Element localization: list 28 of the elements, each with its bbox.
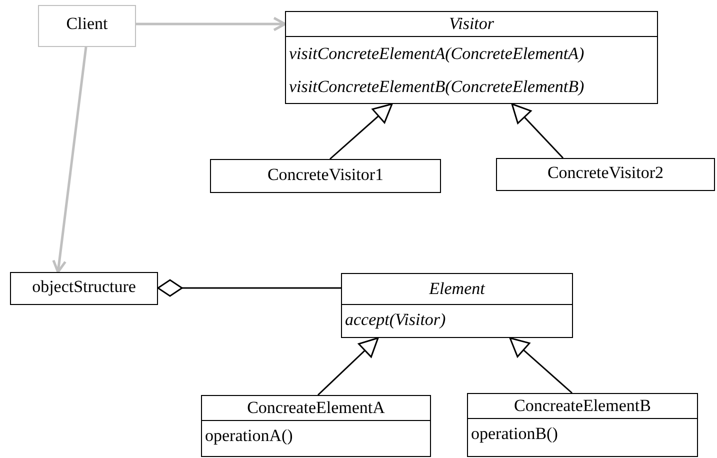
method-name: operationA() (204, 425, 294, 447)
class-box (341, 273, 573, 338)
actor-box (38, 5, 136, 47)
inheritance-arrow (509, 337, 572, 394)
class-name: ConcreateElementB (468, 394, 697, 419)
class-box (467, 393, 698, 457)
inheritance-arrow (511, 103, 564, 159)
inheritance-arrow (330, 103, 393, 160)
method-name: accept(Visitor) (344, 309, 447, 331)
class-name: Visitor (286, 12, 657, 37)
class-box (201, 395, 431, 457)
class-name: objectStructure (31, 276, 137, 298)
class-name: Element (342, 274, 572, 305)
class-box (496, 158, 715, 191)
aggregation-line (157, 279, 341, 297)
association-arrow (136, 16, 286, 32)
class-name: ConcreteVisitor2 (546, 162, 665, 184)
class-box (210, 159, 441, 193)
class-name: ConcreateElementA (202, 396, 430, 421)
inheritance-arrow (317, 337, 379, 396)
association-arrow (52, 46, 88, 274)
class-name: Client (65, 13, 109, 35)
method-name: visitConcreteElementA(ConcreteElementA) (288, 43, 586, 65)
class-box (285, 11, 658, 104)
class-box (10, 272, 158, 305)
method-name: visitConcreteElementB(ConcreteElementB) (288, 76, 586, 98)
class-name: ConcreteVisitor1 (266, 164, 385, 186)
method-name: operationB() (470, 423, 559, 445)
